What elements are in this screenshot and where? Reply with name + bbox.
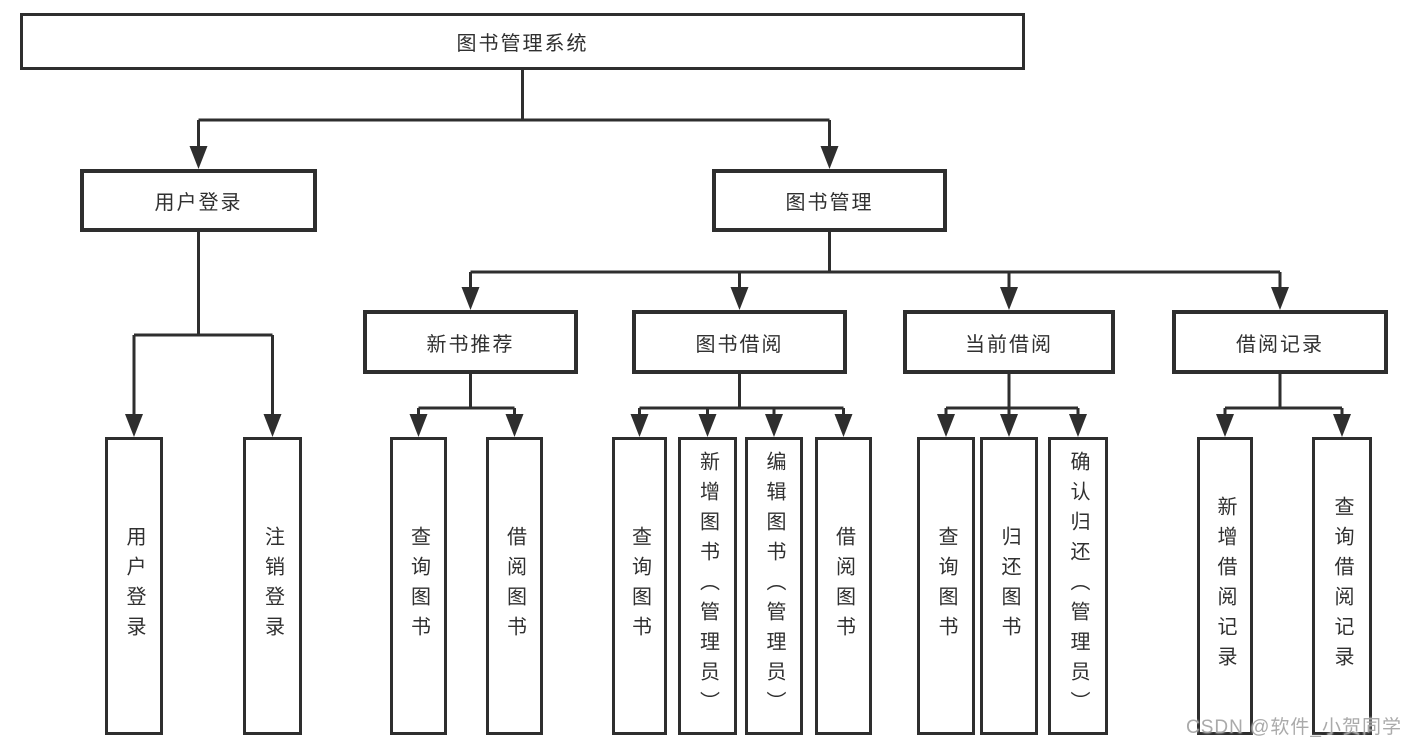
- node-user-login: 用户登录: [80, 169, 317, 232]
- leaf-borrow-books-recommend: 借阅图书: [486, 437, 543, 735]
- leaf-add-borrow-record: 新增借阅记录: [1197, 437, 1253, 735]
- leaf-return-books: 归还图书: [980, 437, 1038, 735]
- leaf-query-borrow-record: 查询借阅记录: [1312, 437, 1372, 735]
- leaf-confirm-return-admin: 确认归还（管理员）: [1048, 437, 1108, 735]
- node-current-borrowing: 当前借阅: [903, 310, 1115, 374]
- csdn-watermark: CSDN @软件_小贺同学: [1186, 717, 1402, 738]
- leaf-query-books-recommend: 查询图书: [390, 437, 447, 735]
- node-new-book-recommend: 新书推荐: [363, 310, 578, 374]
- node-book-management: 图书管理: [712, 169, 947, 232]
- leaf-edit-books-admin: 编辑图书（管理员）: [745, 437, 803, 735]
- node-book-borrowing: 图书借阅: [632, 310, 847, 374]
- arrowheads: [125, 146, 1351, 437]
- leaf-add-books-admin: 新增图书（管理员）: [678, 437, 737, 735]
- leaf-query-books-current: 查询图书: [917, 437, 975, 735]
- node-borrowing-records: 借阅记录: [1172, 310, 1388, 374]
- tree-edges: [125, 70, 1351, 437]
- leaf-borrow-books: 借阅图书: [815, 437, 872, 735]
- node-root-system: 图书管理系统: [20, 13, 1025, 70]
- leaf-logout: 注销登录: [243, 437, 302, 735]
- leaf-user-login: 用户登录: [105, 437, 163, 735]
- leaf-query-books-borrow: 查询图书: [612, 437, 667, 735]
